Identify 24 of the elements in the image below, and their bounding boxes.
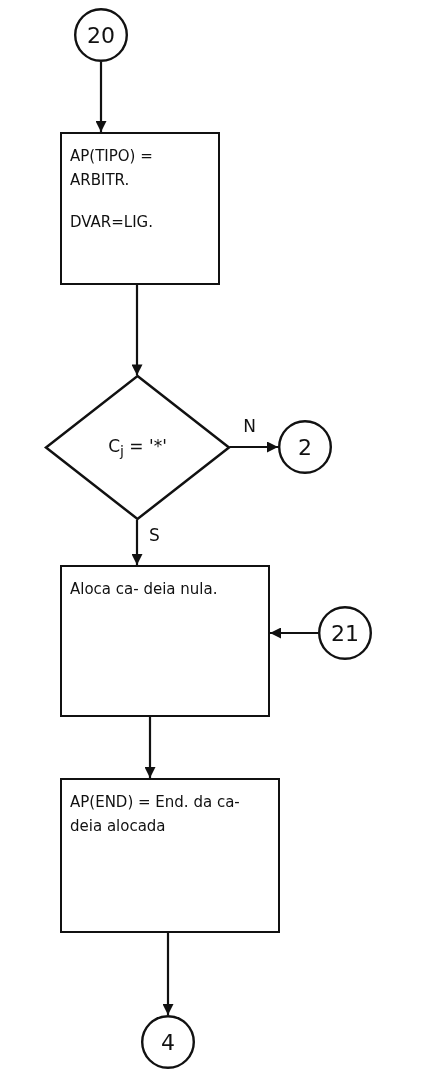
- process-text: DVAR=LIG.: [70, 212, 154, 233]
- process-text: AP(END) = End. da ca- deia alocada: [70, 792, 241, 837]
- connector-number: 2: [298, 434, 312, 460]
- connector-circle: [74, 8, 128, 62]
- connector-circle: [318, 606, 372, 660]
- process-box: [60, 565, 270, 717]
- arrow: [131, 519, 143, 565]
- arrow: [144, 717, 156, 778]
- arrow: [270, 627, 318, 639]
- connector-circle: [278, 420, 332, 474]
- decision-diamond: [45, 375, 230, 520]
- connector-number: 4: [161, 1029, 175, 1055]
- process-text: Aloca ca- deia nula.: [70, 579, 219, 600]
- arrow: [131, 285, 143, 376]
- connector-number: 20: [87, 22, 115, 48]
- arrow: [229, 441, 278, 453]
- process-box: [60, 778, 280, 933]
- arrow: [162, 933, 174, 1015]
- arrow: [95, 62, 107, 132]
- connector-number: 21: [331, 620, 359, 646]
- process-box: [60, 132, 220, 285]
- process-text: AP(TIPO) = ARBITR.: [70, 146, 154, 191]
- connector-circle: [141, 1015, 195, 1069]
- condition-text: C$_{j}$ = '*': [108, 435, 167, 460]
